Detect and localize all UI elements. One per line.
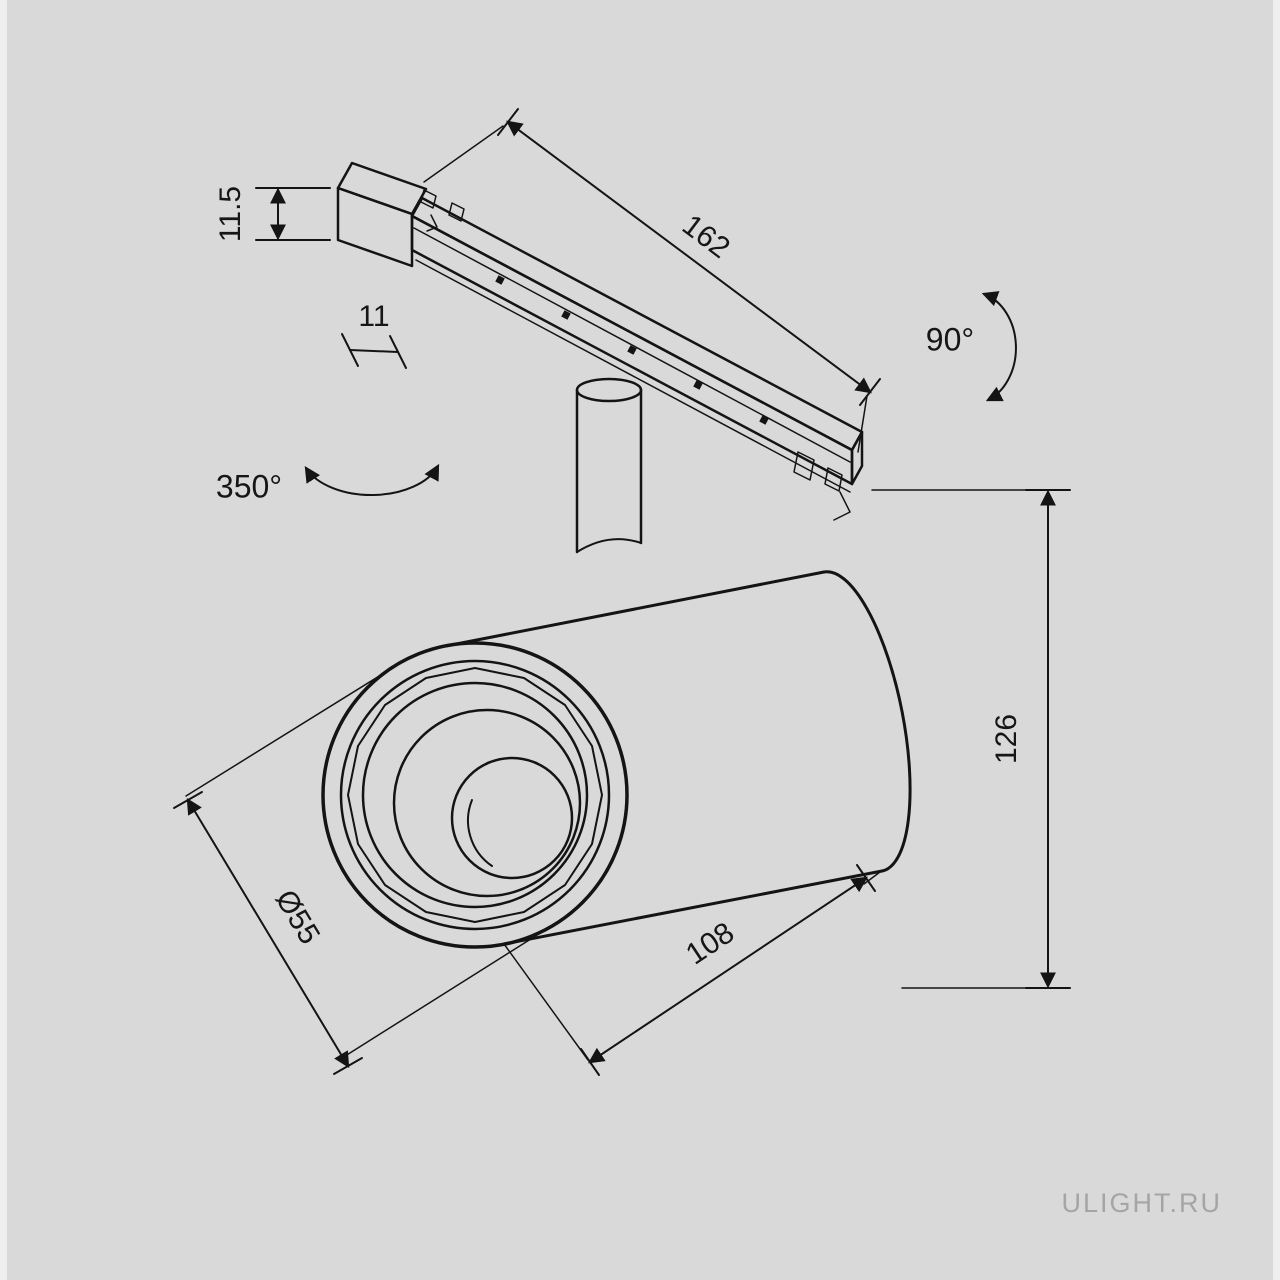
dimension-overall-height: 126	[871, 489, 1071, 989]
watermark-text: ULIGHT.RU	[1061, 1188, 1222, 1218]
lens-crescent-arc	[467, 799, 493, 867]
dimension-label-90: 90°	[926, 321, 974, 357]
lens-inner-rim	[361, 681, 589, 909]
dimension-label-11: 11	[358, 300, 389, 333]
dimension-track-width: 11	[341, 300, 407, 369]
lens-recess-circle	[392, 708, 582, 898]
page-edge-left	[0, 0, 7, 1280]
dimension-line	[186, 797, 350, 1069]
spotlight-body	[321, 570, 912, 949]
screw-mark	[495, 275, 505, 285]
dimension-label-126: 126	[990, 714, 1023, 764]
body-top-silhouette	[444, 570, 826, 648]
dimension-line	[506, 120, 872, 394]
dimension-rotation-angle: 350°	[216, 463, 440, 504]
rail-end-face	[850, 430, 864, 486]
page-edge-right	[1273, 0, 1280, 1280]
latch-detail	[793, 451, 815, 481]
connector-block-top	[336, 161, 428, 216]
latch-detail	[448, 202, 465, 222]
dimension-line	[588, 876, 868, 1064]
body-rear-cap	[822, 570, 912, 873]
latch-hook	[833, 491, 851, 521]
dimension-label-350: 350°	[216, 468, 282, 504]
dimension-line	[349, 349, 399, 353]
screw-mark	[759, 415, 769, 425]
rail-right-latches	[793, 451, 851, 521]
lens-faceted-ring	[347, 667, 603, 923]
extension-line	[503, 943, 589, 1061]
latch-detail	[420, 189, 437, 209]
stem-body-junction	[576, 538, 642, 553]
latch-detail	[824, 467, 843, 492]
extension-line	[857, 395, 868, 453]
rail-left-latches	[420, 189, 465, 232]
lens-deep-circle	[450, 756, 574, 880]
dimension-label-11-5: 11.5	[214, 186, 247, 242]
rotation-arrow-90	[981, 291, 1017, 402]
lens-second-rim	[339, 659, 611, 931]
lens-rings	[321, 641, 629, 949]
latch-hook	[426, 214, 438, 232]
extension-line	[341, 924, 554, 1059]
dimension-tilt-angle: 90°	[926, 291, 1017, 402]
extension-line	[185, 664, 398, 797]
lens-outer-rim	[321, 641, 629, 949]
dimension-connector-height: 11.5	[214, 186, 331, 242]
extension-line	[423, 125, 504, 183]
rotation-arrow-350	[304, 463, 440, 497]
